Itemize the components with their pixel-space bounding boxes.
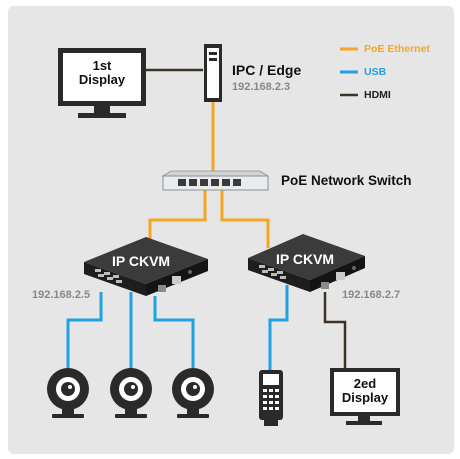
display2-line2: Display	[341, 389, 389, 405]
webcam-icon	[110, 368, 152, 418]
display1-line2: Display	[78, 71, 126, 87]
barcode-scanner-icon	[259, 370, 283, 426]
legend-usb-label: USB	[364, 66, 387, 78]
poe-line-switch-kvm-right	[220, 190, 270, 248]
usb-line-webcam-3	[153, 296, 195, 368]
ipc-title: IPC / Edge	[232, 62, 302, 78]
webcam-icon	[47, 368, 89, 418]
poe-line-switch-kvm-left	[148, 190, 207, 250]
webcam-icon	[172, 368, 214, 418]
legend-poe-label: PoE Ethernet	[364, 43, 430, 55]
ipc-ip-address: 192.168.2.3	[232, 81, 291, 93]
usb-line-scanner	[268, 285, 289, 370]
kvm-box-icon	[84, 237, 208, 296]
kvm-left-title: IP CKVM	[112, 253, 171, 269]
pc-tower-icon	[204, 44, 222, 102]
monitor-icon	[58, 48, 146, 118]
kvm-box-icon	[248, 234, 365, 292]
kvm-right-title: IP CKVM	[276, 251, 335, 267]
network-switch-icon	[161, 170, 270, 191]
display2-label: 2ed Display	[334, 377, 396, 404]
monitor-icon	[330, 368, 400, 425]
kvm-right-ip-address: 192.168.2.7	[342, 289, 401, 301]
kvm-left-ip-address: 192.168.2.5	[32, 289, 91, 301]
display2-line1: 2ed	[353, 376, 377, 391]
switch-title: PoE Network Switch	[281, 173, 412, 188]
hdmi-line-kvm-display2	[323, 292, 347, 368]
display1-label: 1st Display	[63, 59, 141, 86]
usb-line-webcam-1	[66, 292, 103, 368]
display1-line1: 1st	[92, 58, 112, 73]
legend-hdmi-label: HDMI	[364, 89, 391, 101]
